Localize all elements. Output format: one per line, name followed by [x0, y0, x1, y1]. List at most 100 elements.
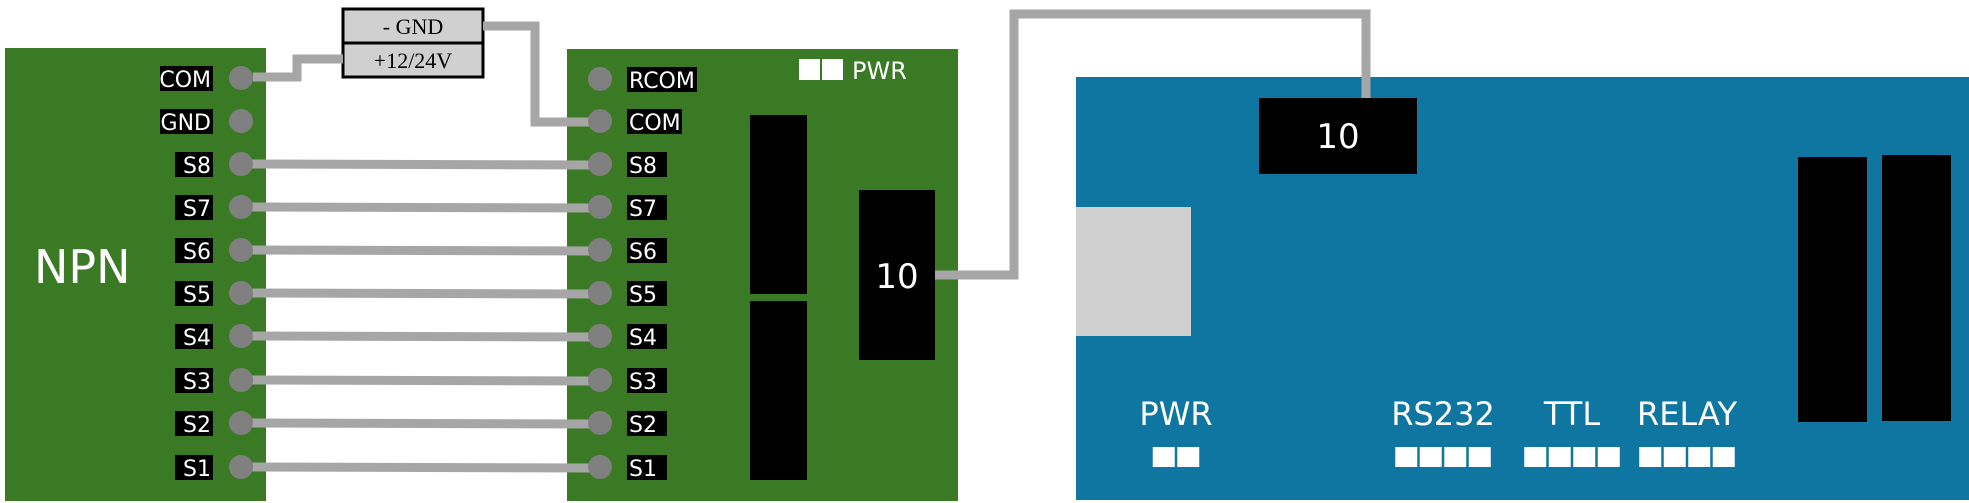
indicator-relay: RELAY — [1637, 395, 1737, 467]
pin-label-bg — [175, 455, 213, 480]
pin-terminal — [588, 152, 612, 176]
pin-label: S1 — [183, 457, 211, 482]
indicator-led — [1395, 447, 1418, 467]
indicator-led — [1152, 447, 1175, 467]
input-pin-s8: S8 — [588, 152, 667, 179]
pin-label: S5 — [629, 283, 657, 308]
pin-label: COM — [629, 111, 681, 136]
pin-label: S4 — [183, 326, 211, 351]
indicator-led — [1444, 447, 1467, 467]
indicator-rs232: RS232 — [1391, 395, 1495, 467]
pin-label: S2 — [183, 413, 211, 438]
input-pin-s3: S3 — [588, 368, 667, 395]
pin-label-bg — [175, 368, 213, 393]
indicator-led — [1639, 447, 1662, 467]
wire-gnd-to-input-com — [483, 21, 590, 127]
pin-label-bg — [175, 238, 213, 263]
pin-label: RCOM — [629, 69, 695, 94]
wire-input-to-controller — [935, 9, 1371, 280]
pin-label-bg — [627, 238, 667, 263]
indicator-led — [1712, 447, 1735, 467]
indicator-led — [1573, 447, 1596, 467]
pin-terminal — [588, 238, 612, 262]
power-supply-terminal: - GND +12/24V — [341, 7, 485, 79]
indicator-label: PWR — [1139, 395, 1212, 433]
pin-label-bg — [627, 281, 667, 306]
indicator-ttl: TTL — [1524, 395, 1620, 467]
pin-terminal — [588, 368, 612, 392]
controller-connector-10 — [1259, 98, 1417, 174]
npn-title: NPN — [34, 240, 131, 294]
pin-label-bg — [627, 455, 667, 480]
power-positive-label: +12/24V — [374, 48, 453, 73]
indicator-led — [1548, 447, 1571, 467]
pin-terminal — [588, 67, 612, 91]
npn-board — [5, 48, 266, 501]
wire-s6 — [251, 245, 597, 256]
pin-terminal — [229, 455, 253, 479]
indicator-label: RELAY — [1637, 395, 1737, 433]
indicator-pwr: PWR — [1139, 395, 1213, 467]
power-gnd-label: - GND — [383, 14, 444, 39]
input-pwr-indicator: PWR — [799, 57, 907, 85]
npn-pin-s3: S3 — [175, 368, 253, 395]
pin-terminal — [588, 281, 612, 305]
indicator-label: RS232 — [1391, 395, 1495, 433]
controller-terminal-right — [1882, 155, 1951, 421]
pin-label-bg — [627, 324, 667, 349]
pin-terminal — [229, 66, 253, 90]
indicator-led — [1468, 447, 1491, 467]
npn-pin-gnd: GND — [160, 109, 253, 136]
pwr-led — [799, 59, 820, 80]
input-pin-s2: S2 — [588, 411, 667, 438]
npn-pin-s8: S8 — [175, 152, 253, 179]
wire-s2 — [251, 418, 597, 429]
input-connector-label: 10 — [875, 257, 918, 297]
pin-label: S1 — [629, 457, 657, 482]
input-pwr-label: PWR — [852, 57, 907, 85]
wire-s1 — [251, 462, 597, 473]
npn-pin-s2: S2 — [175, 411, 253, 438]
pin-terminal — [229, 109, 253, 133]
pin-terminal — [229, 281, 253, 305]
pin-label-bg — [175, 152, 213, 177]
pwr-led — [822, 59, 843, 80]
pin-label: S7 — [629, 197, 657, 222]
pin-label-bg — [175, 195, 213, 220]
indicator-led — [1177, 447, 1200, 467]
pin-label: S6 — [183, 240, 211, 265]
wire-s4 — [251, 331, 597, 342]
npn-pin-s5: S5 — [175, 281, 253, 308]
wire-s3 — [251, 375, 597, 386]
pin-label-bg — [175, 411, 213, 436]
pin-label-bg — [627, 195, 667, 220]
pin-label: S2 — [629, 413, 657, 438]
pin-label-bg — [175, 281, 213, 306]
pin-label: S7 — [183, 197, 211, 222]
pin-label-bg — [627, 109, 682, 134]
pin-label: GND — [161, 111, 211, 136]
pin-terminal — [588, 324, 612, 348]
pin-label-bg — [627, 67, 697, 92]
wire-com-to-positive — [253, 54, 343, 82]
pin-label: S3 — [183, 370, 211, 395]
indicator-label: TTL — [1543, 395, 1601, 433]
input-pin-s4: S4 — [588, 324, 667, 351]
pin-terminal — [229, 195, 253, 219]
pin-label-bg — [175, 324, 213, 349]
pin-label-bg — [160, 109, 213, 134]
pin-label-bg — [627, 411, 667, 436]
controller-terminal-left — [1798, 157, 1867, 422]
controller-connector-label: 10 — [1316, 117, 1359, 157]
pin-terminal — [588, 455, 612, 479]
pin-terminal — [229, 324, 253, 348]
indicator-led — [1524, 447, 1547, 467]
pin-label-bg — [627, 152, 667, 177]
indicator-led — [1688, 447, 1711, 467]
npn-pin-s4: S4 — [175, 324, 253, 351]
input-pin-s7: S7 — [588, 195, 667, 222]
npn-pin-s1: S1 — [175, 455, 253, 482]
pin-label-bg — [627, 368, 667, 393]
npn-pin-s6: S6 — [175, 238, 253, 265]
pin-terminal — [229, 368, 253, 392]
